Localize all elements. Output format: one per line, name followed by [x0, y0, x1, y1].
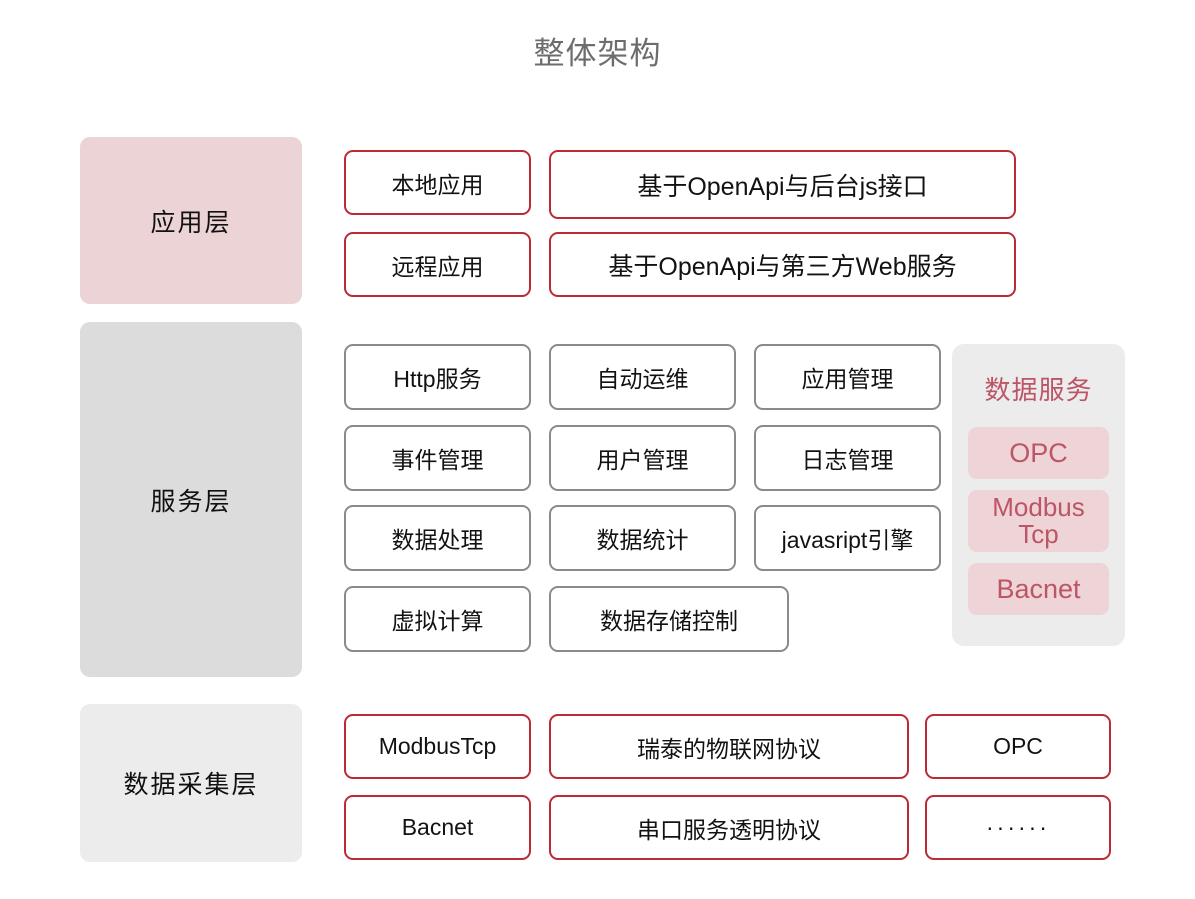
service-box-virtual-computing[interactable]: 虚拟计算 — [344, 586, 531, 652]
layer-label-service: 服务层 — [150, 487, 232, 516]
service-box-data-storage-control[interactable]: 数据存储控制 — [549, 586, 789, 652]
service-box-data-processing[interactable]: 数据处理 — [344, 505, 531, 571]
collection-box-ellipsis[interactable]: ······ — [925, 795, 1111, 860]
collection-box-serial-transparent-protocol[interactable]: 串口服务透明协议 — [549, 795, 909, 860]
data-service-chip-modbustcp-line1: Modbus — [992, 491, 1085, 522]
data-service-title: 数据服务 — [984, 375, 1093, 405]
service-box-event-management[interactable]: 事件管理 — [344, 425, 531, 491]
data-service-chip-modbustcp-line2: Tcp — [1018, 519, 1059, 549]
data-service-chip-bacnet[interactable]: Bacnet — [968, 563, 1109, 615]
service-box-user-management[interactable]: 用户管理 — [549, 425, 736, 491]
collection-box-opc[interactable]: OPC — [925, 714, 1111, 779]
data-service-chip-bacnet-label: Bacnet — [996, 573, 1081, 604]
app-box-local-application[interactable]: 本地应用 — [344, 150, 531, 215]
layer-panel-collection: 数据采集层 — [80, 704, 302, 862]
app-box-openapi-backend-js[interactable]: 基于OpenApi与后台js接口 — [549, 150, 1016, 219]
service-box-auto-ops[interactable]: 自动运维 — [549, 344, 736, 410]
collection-box-modbustcp[interactable]: ModbusTcp — [344, 714, 531, 779]
page-title: 整体架构 — [533, 36, 662, 71]
data-service-chip-opc[interactable]: OPC — [968, 427, 1109, 479]
service-box-log-management[interactable]: 日志管理 — [754, 425, 941, 491]
collection-box-bacnet[interactable]: Bacnet — [344, 795, 531, 860]
service-box-http-service[interactable]: Http服务 — [344, 344, 531, 410]
service-box-data-statistics[interactable]: 数据统计 — [549, 505, 736, 571]
layer-panel-application: 应用层 — [80, 137, 302, 304]
data-service-chip-modbustcp[interactable]: Modbus Tcp — [968, 490, 1109, 552]
layer-label-application: 应用层 — [150, 208, 232, 237]
service-box-javascript-engine[interactable]: javasript引擎 — [754, 505, 941, 571]
app-box-openapi-third-party-web[interactable]: 基于OpenApi与第三方Web服务 — [549, 232, 1016, 297]
layer-label-collection: 数据采集层 — [123, 771, 259, 799]
data-service-chip-opc-label: OPC — [1009, 437, 1068, 468]
app-box-remote-application[interactable]: 远程应用 — [344, 232, 531, 297]
service-box-app-management[interactable]: 应用管理 — [754, 344, 941, 410]
data-service-panel: 数据服务 OPC Modbus Tcp Bacnet — [952, 344, 1125, 646]
collection-box-ruitai-iot-protocol[interactable]: 瑞泰的物联网协议 — [549, 714, 909, 779]
layer-panel-service: 服务层 — [80, 322, 302, 677]
